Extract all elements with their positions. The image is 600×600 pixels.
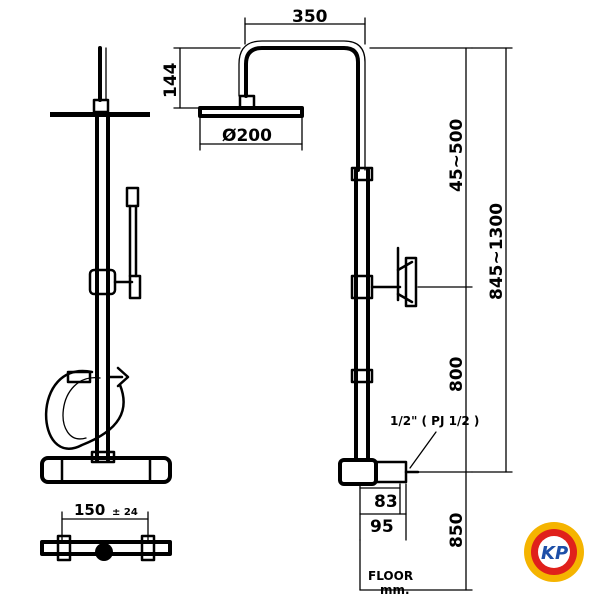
unit-label: mm. [380, 583, 410, 597]
dim-adjust-range: 45~500 [447, 118, 467, 192]
side-view: 1/2" ( PJ 1/2 ) 350 144 Ø200 45~500 845~… [161, 7, 513, 597]
dim-total-height: 845~1300 [487, 203, 507, 300]
connection-size: 1/2" ( PJ 1/2 ) [390, 414, 479, 428]
dim-inlet-spacing: 150 [74, 501, 105, 519]
dim-inlet-tolerance: ± 24 [112, 507, 138, 518]
brand-logo: KP [524, 522, 584, 582]
front-view: 150 ± 24 [40, 46, 172, 562]
dim-head-diameter: Ø200 [222, 126, 272, 146]
dim-valve-depth-2: 95 [370, 517, 394, 537]
dim-valve-depth-1: 83 [374, 492, 398, 512]
logo-text: KP [541, 543, 568, 564]
floor-label: FLOOR [368, 569, 413, 583]
dim-floor-to-valve: 850 [447, 512, 467, 548]
dim-arm-width: 350 [292, 7, 328, 27]
dim-arm-height: 144 [161, 62, 181, 98]
dim-valve-to-bracket: 800 [447, 356, 467, 392]
